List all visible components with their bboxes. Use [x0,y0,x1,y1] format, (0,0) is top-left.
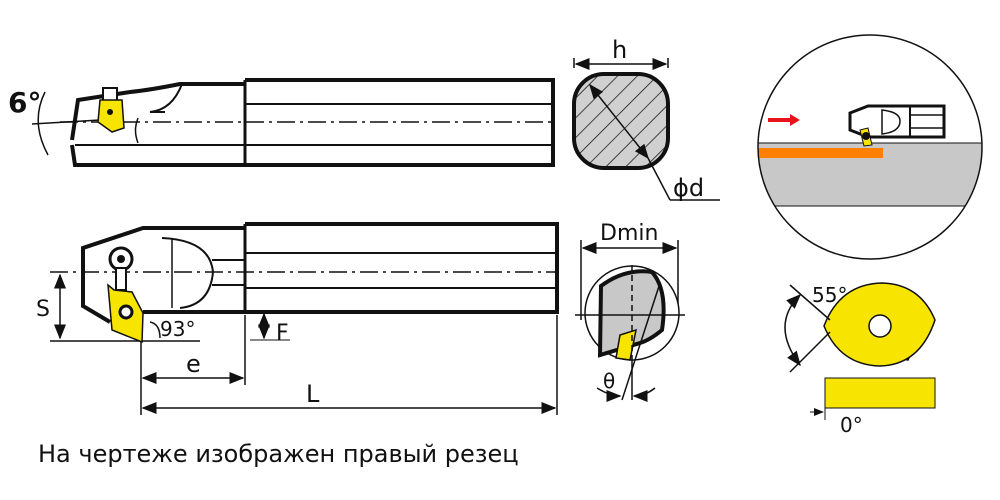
angle-0-label: 0° [840,413,863,437]
l-label: L [306,380,320,408]
angle-55-label: 55° [812,283,847,307]
insert-side-view [810,377,936,420]
angle-6-label: 6° [8,86,41,119]
d-label: ϕd [673,174,704,202]
insert-top-view [784,282,936,373]
s-label: S [36,297,50,322]
angle-93-label: 93° [160,317,195,341]
section-round-shank [572,58,720,201]
f-label: F [276,321,289,346]
dmin-label: Dmin [600,221,658,246]
top-insert [97,87,125,133]
bottom-view [50,222,559,415]
operation-detail [757,34,983,260]
bottom-insert [107,246,144,344]
e-label: e [186,350,201,378]
h-label: h [612,36,627,64]
top-view [31,78,555,167]
section-dmin [575,240,685,402]
theta-label: θ [603,369,615,393]
drawing-caption: На чертеже изображен правый резец [38,440,519,468]
